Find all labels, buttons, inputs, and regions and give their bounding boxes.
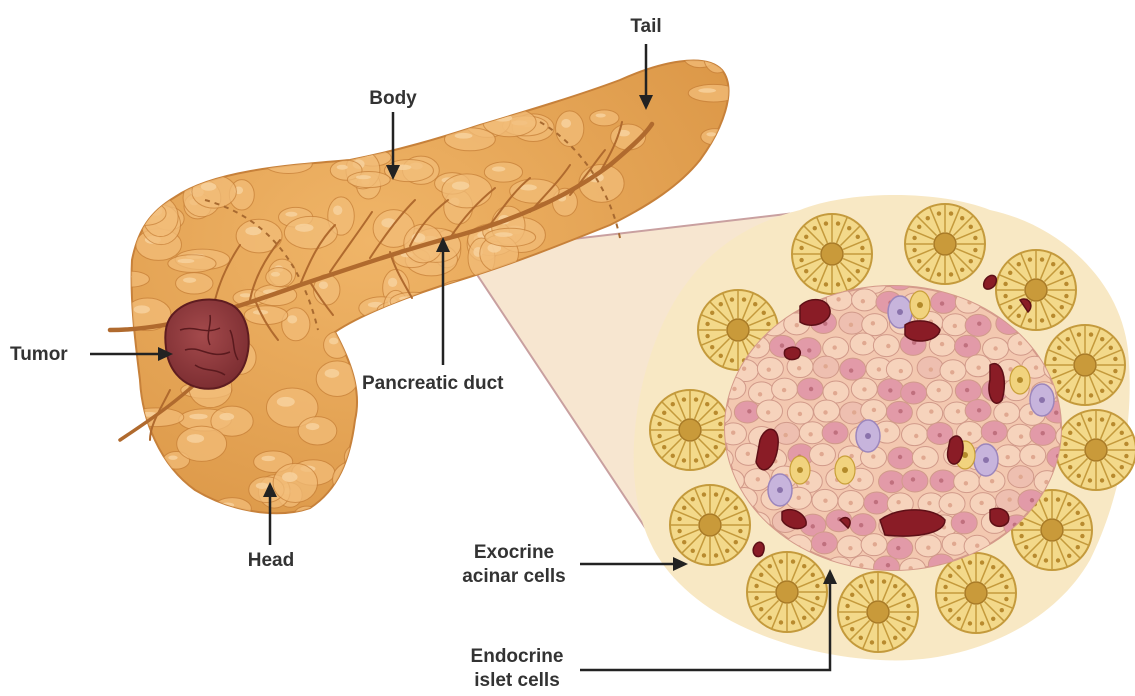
blood-vessel [753,542,764,556]
label-endocrine-line1: Endocrine [452,646,582,668]
acinus [838,572,918,652]
acinus [792,214,872,294]
acinus [670,485,750,565]
blood-vessel [784,347,800,359]
acinus [905,204,985,284]
blood-vessel [990,508,1009,526]
label-body: Body [358,88,428,110]
acinus [936,553,1016,633]
blood-vessel [948,436,964,464]
tumor [165,300,248,389]
acinus [996,250,1076,330]
label-exocrine-line1: Exocrine [448,542,580,564]
label-pancreatic-duct: Pancreatic duct [362,373,504,395]
acinus [747,552,827,632]
blood-vessel [989,364,1004,404]
acinus [1045,325,1125,405]
acinus [1056,410,1135,490]
label-head: Head [236,550,306,572]
label-tumor: Tumor [10,344,68,366]
label-endocrine-line2: islet cells [452,670,582,692]
label-tail: Tail [616,16,676,38]
label-exocrine-line2: acinar cells [448,566,580,588]
blood-vessel [905,321,940,341]
acinus [650,390,730,470]
